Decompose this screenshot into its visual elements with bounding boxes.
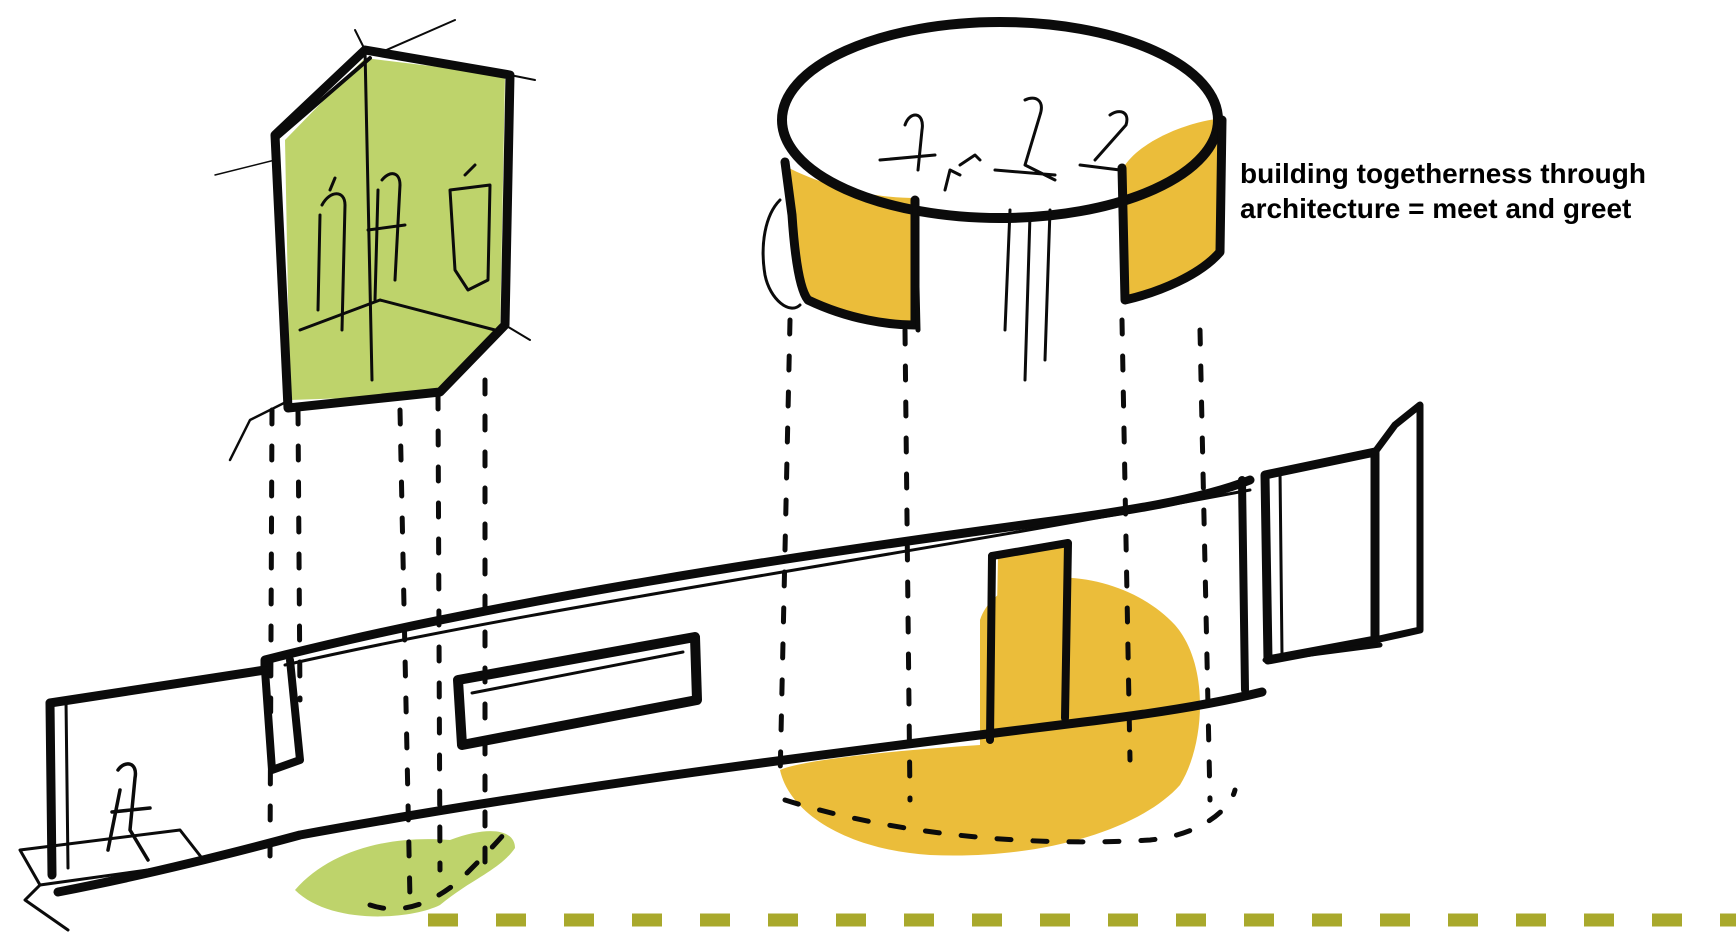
color-washes xyxy=(285,58,1222,917)
bar-building xyxy=(18,475,1267,932)
annotation-line-1: building togetherness through xyxy=(1240,158,1646,189)
ink-linework xyxy=(18,17,1424,932)
yellow-door-fill xyxy=(995,545,1065,720)
yellow-pod-figures xyxy=(761,96,1129,382)
yellow-pod-outline xyxy=(761,17,1227,382)
concept-annotation: building togetherness through architectu… xyxy=(1240,156,1720,226)
green-pod-outline xyxy=(214,19,536,462)
green-floor-fill xyxy=(295,831,515,917)
green-pod-fill xyxy=(285,58,505,400)
projection-dashes xyxy=(267,317,1238,912)
annotation-line-2: architecture = meet and greet xyxy=(1240,193,1632,224)
green-pod-figures xyxy=(316,163,492,332)
entrance-figure xyxy=(106,762,152,862)
right-block xyxy=(1260,401,1424,665)
